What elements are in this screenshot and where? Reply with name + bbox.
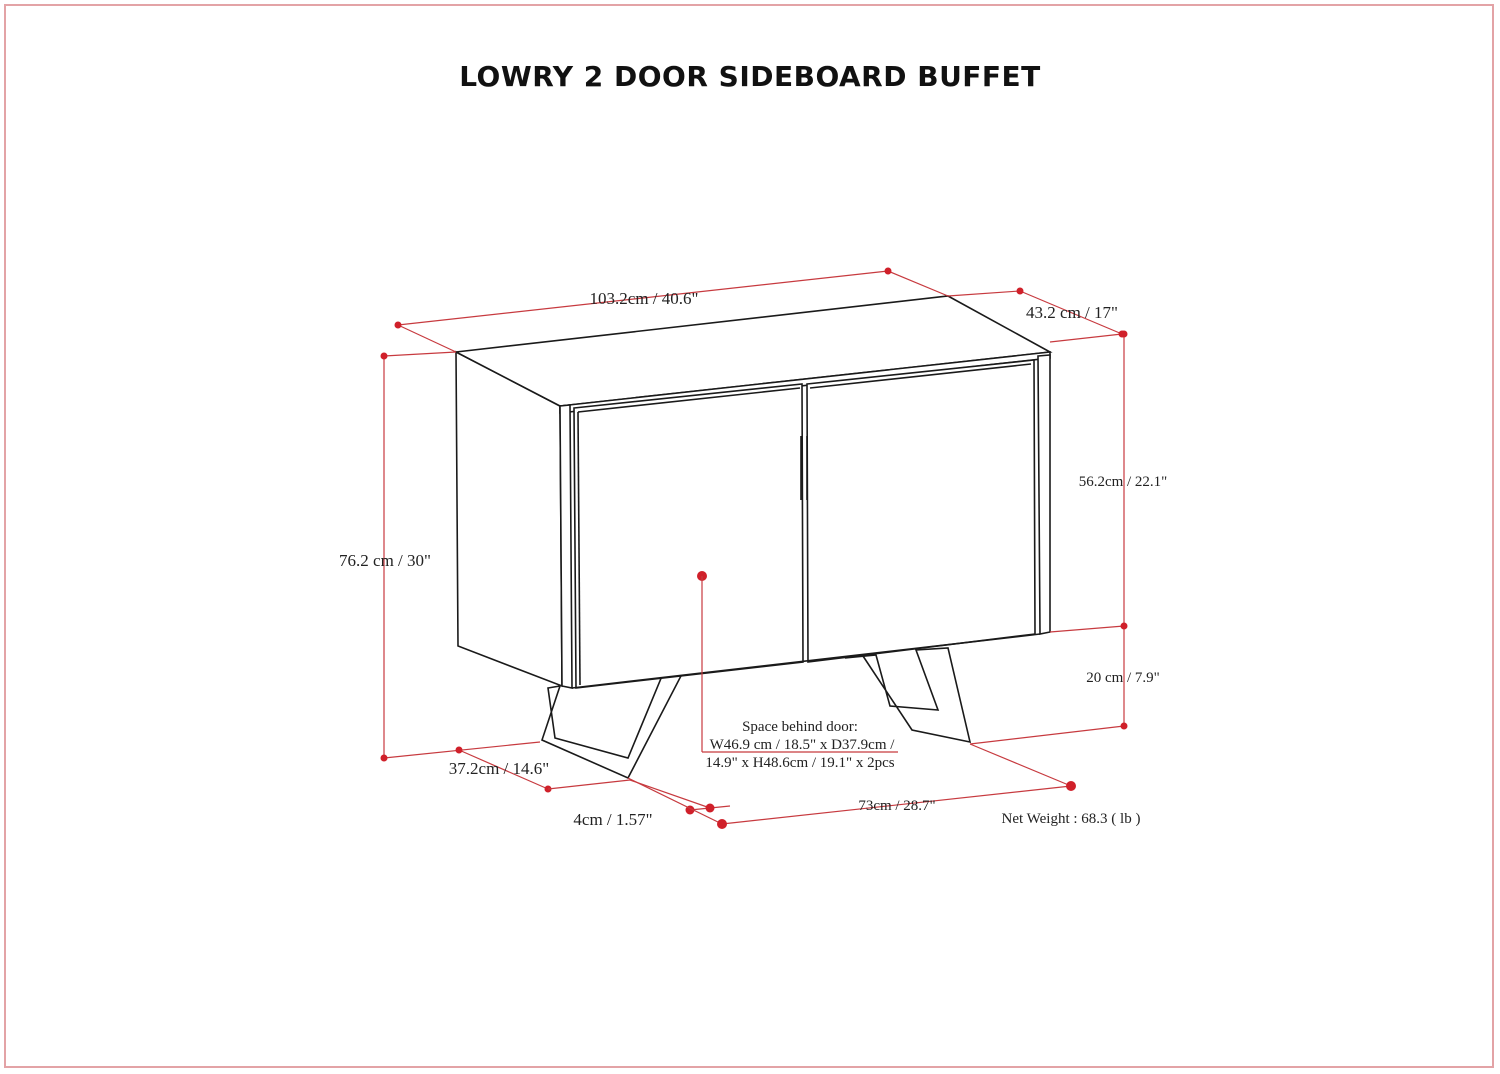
leg-thickness-dot xyxy=(705,803,715,813)
door-right-top-edge xyxy=(809,363,1032,389)
leg-depth-start-dot xyxy=(455,746,463,754)
cabinet-bottom-dot xyxy=(1120,622,1128,630)
cabinet-height-label: 56.2cm / 22.1" xyxy=(1079,474,1168,490)
floor-dot xyxy=(1120,722,1128,730)
leg-right xyxy=(844,647,972,744)
space-behind-door-dims-2: 14.9" x H48.6cm / 19.1" x 2pcs xyxy=(705,755,894,771)
door-left-inner-edge xyxy=(577,411,581,686)
width-label: 103.2cm / 40.6" xyxy=(590,289,699,308)
side-front-strip xyxy=(559,404,573,689)
image-border xyxy=(4,4,1494,1068)
leg-span-label: 73cm / 28.7" xyxy=(858,798,935,814)
leg-left xyxy=(541,673,684,780)
cabinet-bottom-edge xyxy=(571,633,1041,689)
height-extension-line xyxy=(383,351,457,357)
depth-dimension-line xyxy=(1019,290,1123,335)
door-right xyxy=(806,359,1036,663)
leg-span-dimension-line xyxy=(721,785,1072,825)
leg-depth-extension-line xyxy=(547,779,631,790)
width-start-dot xyxy=(394,321,402,329)
width-extension-line xyxy=(397,324,457,353)
leg-height-label: 20 cm / 7.9" xyxy=(1086,670,1160,686)
space-behind-door-heading: Space behind door: xyxy=(742,719,858,735)
leg-span-extension-line xyxy=(627,777,723,825)
net-weight-label: Net Weight : 68.3 ( lb ) xyxy=(1002,811,1141,827)
depth-extension-line xyxy=(1049,333,1123,343)
height-label: 76.2 cm / 30" xyxy=(339,551,431,570)
cabinet-bottom-extension-line xyxy=(1049,625,1125,633)
door-left xyxy=(573,383,804,689)
leg-span-end-dot xyxy=(1066,781,1076,791)
width-end-dot xyxy=(884,267,892,275)
cabinet-top-dot xyxy=(1120,330,1128,338)
floor-extension-line xyxy=(969,725,1125,745)
depth-start-dot xyxy=(1016,287,1024,295)
space-behind-door-dims-1: W46.9 cm / 18.5" x D37.9cm / xyxy=(710,737,896,753)
leg-span-start-dot xyxy=(717,819,727,829)
door-left-top-edge xyxy=(577,387,801,413)
depth-extension-line xyxy=(947,290,1021,297)
leg-depth-dimension-line xyxy=(458,749,549,790)
diagram-title: LOWRY 2 DOOR SIDEBOARD BUFFET xyxy=(459,60,1041,93)
depth-label: 43.2 cm / 17" xyxy=(1026,303,1118,322)
leg-span-extension-line xyxy=(969,743,1072,787)
leg-thickness-dimension-line xyxy=(629,779,711,809)
height-bottom-dot xyxy=(380,754,388,762)
side-panel xyxy=(455,350,563,688)
sideboard-drawing xyxy=(453,295,1053,780)
leg-depth-label: 37.2cm / 14.6" xyxy=(449,759,549,778)
dimension-lines xyxy=(380,267,1128,829)
dimension-labels: 103.2cm / 40.6" 43.2 cm / 17" 76.2 cm / … xyxy=(339,289,1167,829)
right-stile xyxy=(1037,354,1051,635)
height-top-dot xyxy=(380,352,388,360)
leg-thickness-label: 4cm / 1.57" xyxy=(573,810,652,829)
width-extension-line xyxy=(887,270,949,297)
width-dimension-line xyxy=(397,270,889,326)
